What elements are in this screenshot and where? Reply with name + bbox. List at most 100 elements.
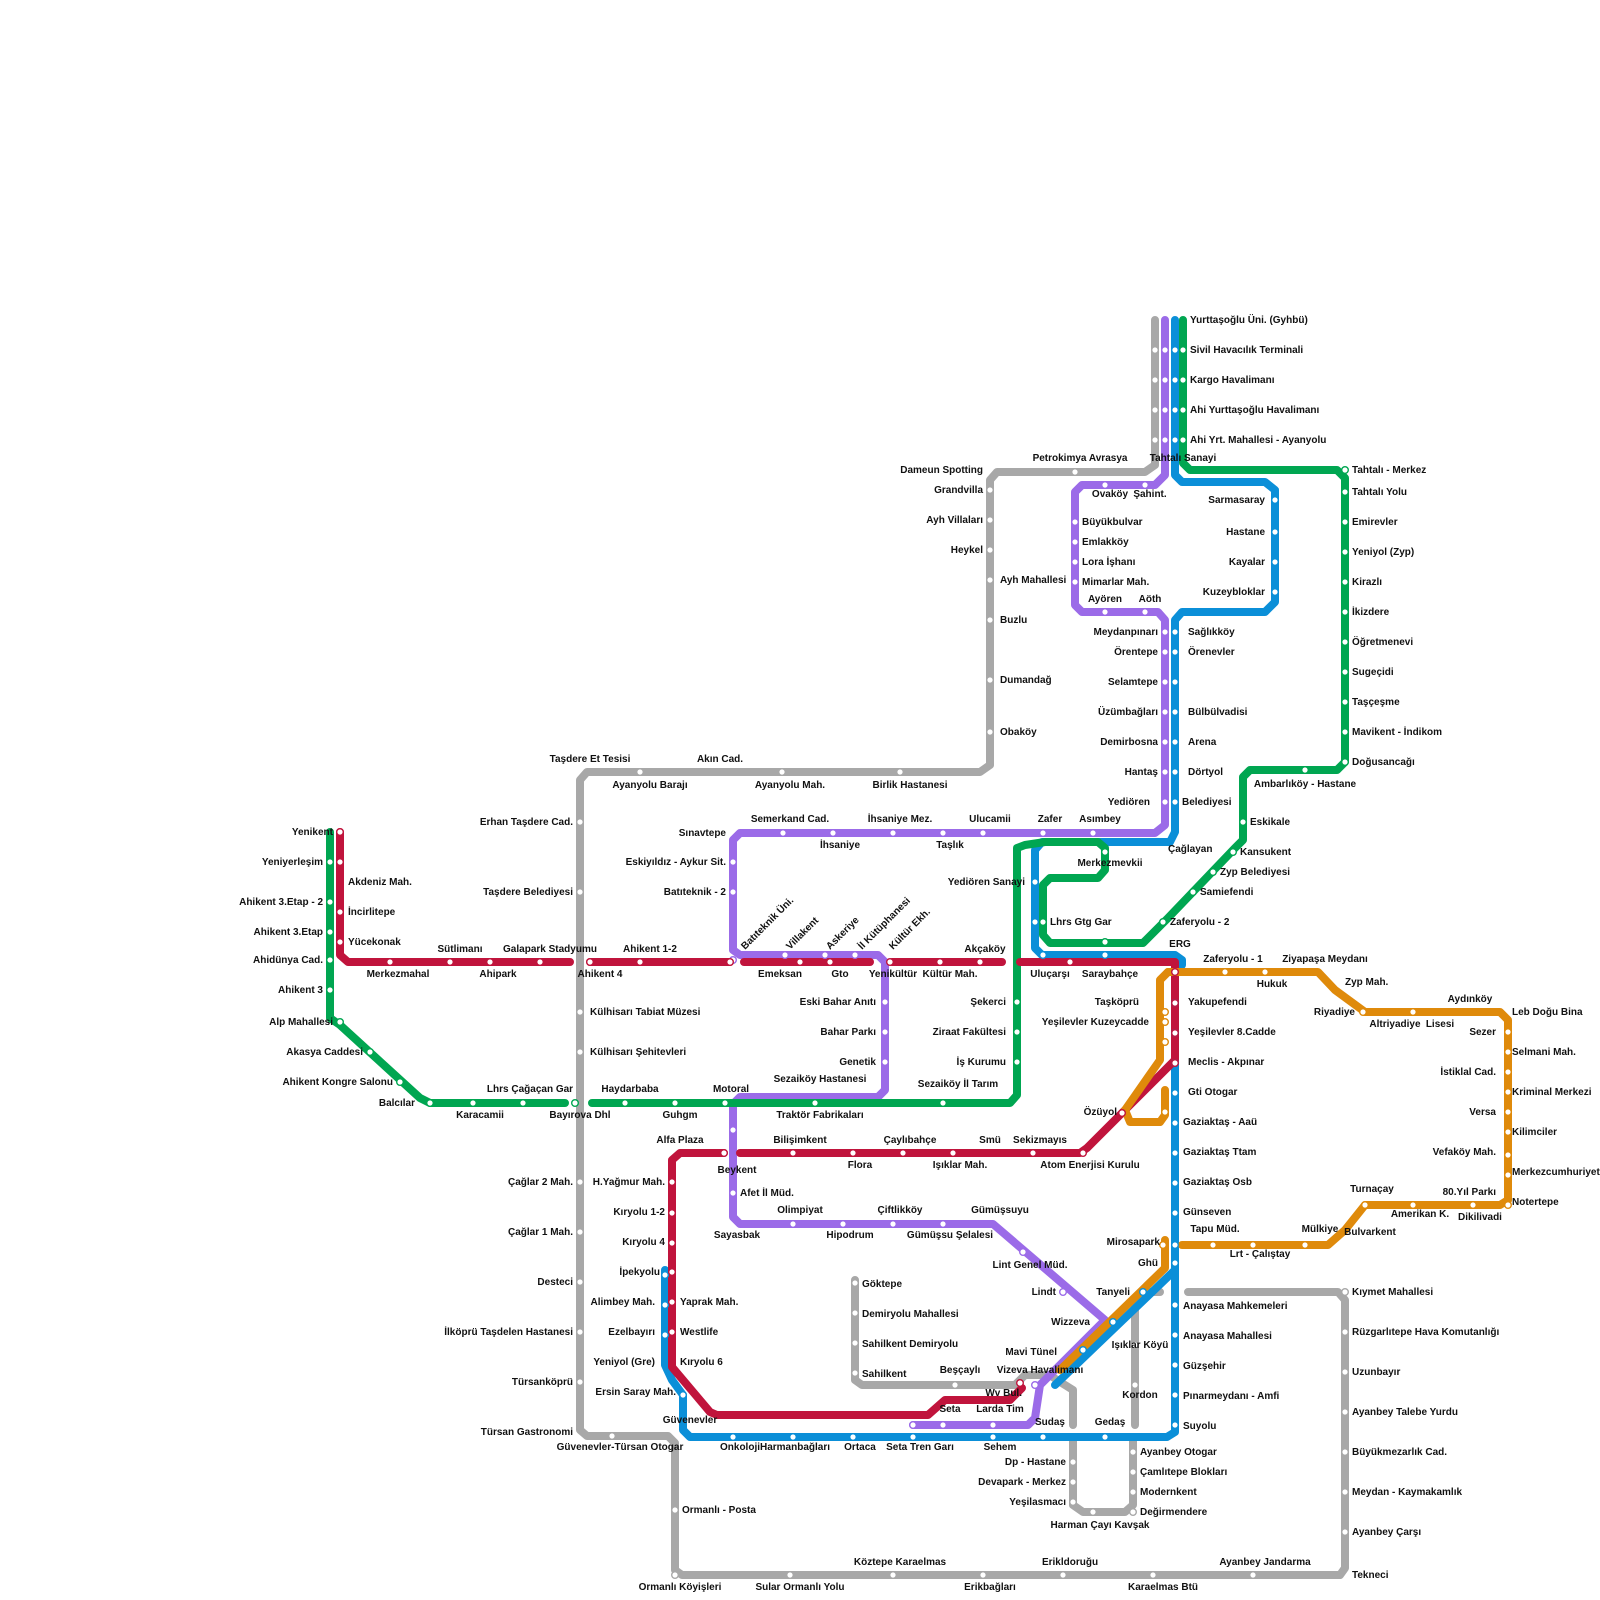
station-marker[interactable] [1342,1369,1349,1376]
station-marker[interactable] [822,952,829,959]
station-marker[interactable] [987,547,994,554]
station-marker[interactable] [1342,1449,1349,1456]
station-marker[interactable] [1302,767,1309,774]
station-marker[interactable] [1152,377,1159,384]
station-marker[interactable] [1102,952,1109,959]
station-marker[interactable] [1172,1362,1179,1369]
station-marker[interactable] [1072,469,1079,476]
station-marker[interactable] [1102,482,1109,489]
station-marker[interactable] [1180,407,1187,414]
station-marker[interactable] [1172,739,1179,746]
station-marker[interactable] [669,1240,676,1247]
station-marker[interactable] [1272,497,1279,504]
station-marker[interactable] [1162,1009,1169,1016]
station-marker[interactable] [940,1100,947,1107]
station-marker[interactable] [987,677,994,684]
station-marker[interactable] [1072,559,1079,566]
station-marker[interactable] [730,1434,737,1441]
station-marker[interactable] [1172,1060,1179,1067]
station-marker[interactable] [662,1272,669,1279]
station-marker[interactable] [1230,849,1237,856]
station-marker[interactable] [1032,1382,1039,1389]
station-marker[interactable] [1162,377,1169,384]
station-marker[interactable] [852,1280,859,1287]
station-marker[interactable] [1162,407,1169,414]
station-marker[interactable] [730,889,737,896]
station-marker[interactable] [1080,1150,1087,1157]
station-marker[interactable] [1172,1090,1179,1097]
station-marker[interactable] [572,1100,579,1107]
station-marker[interactable] [1160,919,1167,926]
station-marker[interactable] [890,1221,897,1228]
station-marker[interactable] [669,1299,676,1306]
station-marker[interactable] [1342,729,1349,736]
station-marker[interactable] [1162,739,1169,746]
station-marker[interactable] [1162,1039,1169,1046]
station-marker[interactable] [669,1210,676,1217]
station-marker[interactable] [327,859,334,866]
station-marker[interactable] [1142,482,1149,489]
station-marker[interactable] [1162,769,1169,776]
station-marker[interactable] [882,999,889,1006]
station-marker[interactable] [680,1392,687,1399]
station-marker[interactable] [1102,1434,1109,1441]
station-marker[interactable] [827,959,834,966]
station-marker[interactable] [952,1382,959,1389]
station-marker[interactable] [337,829,344,836]
station-marker[interactable] [327,957,334,964]
station-marker[interactable] [1130,1509,1137,1516]
station-marker[interactable] [1505,1029,1512,1036]
station-marker[interactable] [897,769,904,776]
station-marker[interactable] [1172,1302,1179,1309]
station-marker[interactable] [1342,1329,1349,1336]
station-marker[interactable] [1040,830,1047,837]
station-marker[interactable] [1410,1202,1417,1209]
station-marker[interactable] [1162,799,1169,806]
station-marker[interactable] [1070,1499,1077,1506]
station-marker[interactable] [1090,830,1097,837]
station-marker[interactable] [672,1572,679,1579]
station-marker[interactable] [721,1150,728,1157]
station-marker[interactable] [987,577,994,584]
station-marker[interactable] [1342,699,1349,706]
station-marker[interactable] [672,1100,679,1107]
station-marker[interactable] [1505,1089,1512,1096]
station-marker[interactable] [1172,679,1179,686]
station-marker[interactable] [1132,1382,1139,1389]
station-marker[interactable] [1262,969,1269,976]
station-marker[interactable] [1342,759,1349,766]
station-marker[interactable] [1172,1000,1179,1007]
station-marker[interactable] [1110,1319,1117,1326]
station-marker[interactable] [487,959,494,966]
station-marker[interactable] [1140,1289,1147,1296]
station-marker[interactable] [1172,629,1179,636]
station-marker[interactable] [1172,649,1179,656]
station-marker[interactable] [1130,1449,1137,1456]
station-marker[interactable] [977,959,984,966]
station-marker[interactable] [1172,1120,1179,1127]
station-marker[interactable] [470,1100,477,1107]
station-marker[interactable] [1342,639,1349,646]
station-marker[interactable] [852,1370,859,1377]
station-marker[interactable] [830,830,837,837]
station-marker[interactable] [730,1127,737,1134]
station-marker[interactable] [1505,1049,1512,1056]
station-marker[interactable] [1505,1129,1512,1136]
station-marker[interactable] [1020,1249,1027,1256]
station-marker[interactable] [609,1433,616,1440]
station-marker[interactable] [1102,609,1109,616]
station-marker[interactable] [1040,919,1047,926]
station-marker[interactable] [980,1572,987,1579]
station-marker[interactable] [1162,709,1169,716]
station-marker[interactable] [790,1221,797,1228]
station-marker[interactable] [987,729,994,736]
station-marker[interactable] [1342,519,1349,526]
station-marker[interactable] [1080,1347,1087,1354]
station-marker[interactable] [1272,529,1279,536]
station-marker[interactable] [1172,1422,1179,1429]
station-marker[interactable] [1162,1019,1169,1026]
station-marker[interactable] [1342,609,1349,616]
station-marker[interactable] [1362,1202,1369,1209]
station-marker[interactable] [1119,1110,1126,1117]
station-marker[interactable] [337,939,344,946]
